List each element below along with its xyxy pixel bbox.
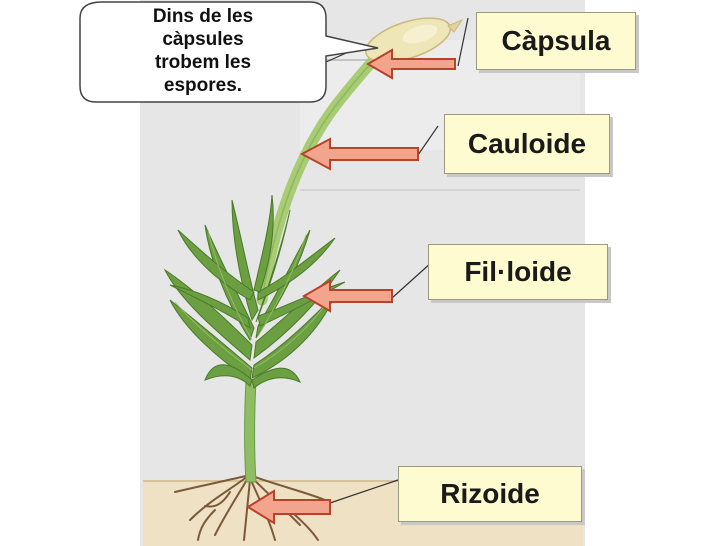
arrow-to-phylloid (301, 279, 393, 313)
label-cauloid: Cauloide (444, 114, 610, 174)
label-phylloid: Fil·loide (428, 244, 608, 300)
phylloids (163, 194, 346, 389)
arrow-to-cauloid (299, 137, 419, 171)
arrow-to-rhizoid (246, 489, 331, 525)
arrow-to-capsule (366, 48, 456, 80)
label-rhizoid: Rizoide (398, 466, 582, 522)
callout-bubble (79, 1, 379, 103)
callout-text-container: Dins de les càpsules trobem les espores. (80, 2, 326, 100)
capsule (365, 17, 464, 63)
lower-stem (244, 379, 257, 483)
callout-text: Dins de les càpsules trobem les espores. (152, 6, 254, 96)
label-capsule: Càpsula (476, 12, 636, 70)
